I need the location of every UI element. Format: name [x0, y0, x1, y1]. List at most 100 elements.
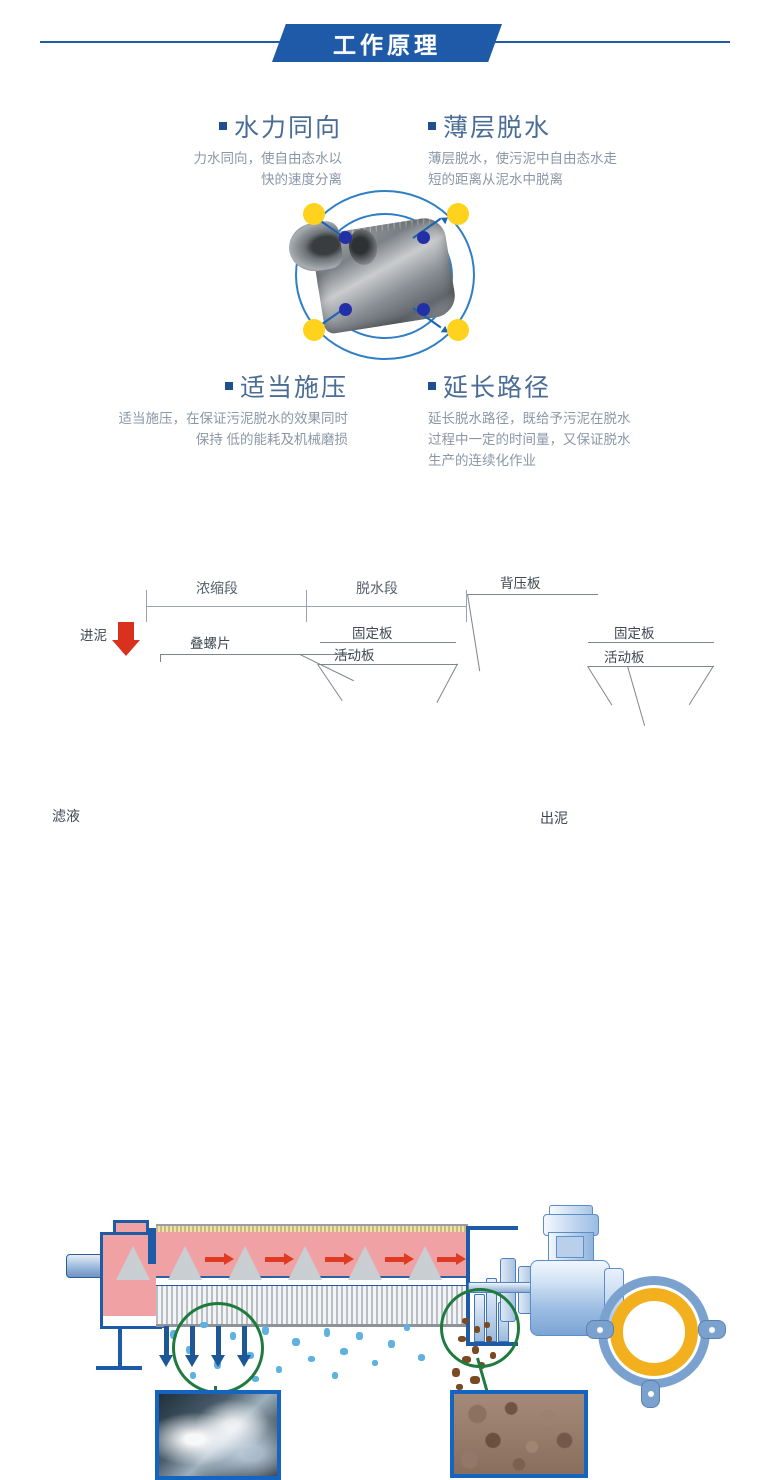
motor-nameplate	[556, 1236, 584, 1258]
feature-hydraulic-codirection: 水力同向 力水同向，使自由态水以 快的速度分离	[92, 108, 343, 191]
header-banner: 工作原理	[0, 16, 770, 68]
process-diagram: 浓缩段 脱水段 进泥 叠螺片 固定板 活动板 背压板 固定板 活动板	[0, 560, 770, 1480]
page-title: 工作原理	[333, 32, 441, 58]
inlet-base	[100, 1316, 162, 1329]
leader-movable-plate-left	[318, 664, 458, 665]
feature-title-row: 适当施压	[38, 368, 348, 404]
orbit-node-yellow-tr	[447, 203, 469, 225]
feature-title: 适当施压	[239, 374, 348, 402]
leader-fixed-plate-right	[588, 642, 714, 643]
callout-circle-filtrate	[172, 1302, 264, 1394]
flow-arrow	[265, 1253, 294, 1265]
label-movable-plate-left: 活动板	[334, 648, 375, 663]
leader-back-pressure-down	[467, 594, 481, 672]
label-screw-plates: 叠螺片	[190, 636, 231, 651]
zone-label-dewatering: 脱水段	[356, 580, 398, 596]
dimension-tick-left	[146, 590, 147, 622]
feature-title-row: 薄层脱水	[428, 108, 708, 144]
inlet-arrow-head	[112, 640, 140, 656]
feature-title: 薄层脱水	[443, 114, 552, 142]
screw-flight	[168, 1246, 202, 1280]
shaft-end-bearing	[66, 1254, 104, 1278]
page-root: 工作原理 水力同向 力水同向，使自由态水以 快的速度分离 薄层脱水 薄层脱水，使…	[0, 16, 770, 1480]
label-movable-plate-right: 活动板	[604, 650, 645, 665]
label-back-pressure-plate: 背压板	[500, 576, 541, 591]
feature-description: 适当施压，在保证污泥脱水的效果同时 保持 低的能耗及机械磨损	[118, 411, 349, 447]
filtrate-drain-outlet	[96, 1366, 142, 1370]
orbit-node-navy-tr	[417, 231, 430, 244]
filtrate-droplet	[308, 1356, 315, 1362]
orbit-node-yellow-tl	[303, 203, 325, 225]
feature-description: 薄层脱水，使污泥中自由态水走 短的距离从泥水中脱离	[428, 151, 617, 187]
filtrate-droplet	[404, 1324, 410, 1331]
feature-title-row: 水力同向	[92, 108, 342, 144]
ring-mount-tab-right	[698, 1320, 726, 1339]
ring-mount-tab-bottom	[641, 1380, 660, 1408]
dimension-tick-right	[466, 590, 467, 622]
orbit-diagram	[285, 190, 475, 360]
photo-sludge-cake	[450, 1390, 588, 1478]
leader-movable-right-angled-a	[587, 666, 613, 706]
label-fixed-plate-right: 固定板	[614, 626, 655, 641]
orbit-node-yellow-br	[447, 319, 469, 341]
inlet-arrow-shaft	[118, 622, 134, 642]
flow-arrow	[385, 1253, 414, 1265]
feature-extended-path: 延长路径 延长脱水路径，既给予污泥在脱水 过程中一定的时间量，又保证脱水 生产的…	[428, 368, 718, 472]
leader-back-pressure	[468, 594, 598, 595]
bullet-square-icon	[218, 122, 227, 130]
feature-title-row: 延长路径	[428, 368, 718, 404]
filtrate-droplet	[418, 1354, 425, 1361]
orbit-ring-outer	[295, 190, 475, 360]
screw-flight	[116, 1246, 150, 1280]
filtrate-droplet	[388, 1340, 395, 1348]
label-sludge-inlet: 进泥	[80, 628, 107, 643]
orbit-node-navy-bl	[339, 303, 352, 316]
bullet-square-icon	[428, 382, 436, 390]
filtrate-droplet	[372, 1360, 378, 1366]
filtrate-flow-arrow	[159, 1326, 173, 1367]
feature-description: 延长脱水路径，既给予污泥在脱水 过程中一定的时间量，又保证脱水 生产的连续化作业	[428, 411, 631, 468]
label-fixed-plate-left: 固定板	[352, 626, 393, 641]
feature-title: 延长路径	[443, 374, 552, 402]
back-pressure-frame-top	[466, 1226, 518, 1230]
orbit-node-navy-tl	[339, 231, 352, 244]
sludge-crumb	[470, 1376, 480, 1384]
filtrate-drain-pipe	[118, 1326, 122, 1368]
ring-mount-tab-left	[586, 1320, 614, 1339]
feature-description: 力水同向，使自由态水以 快的速度分离	[193, 151, 343, 187]
leader-movable-right-angled-b	[688, 665, 714, 706]
filtrate-droplet	[332, 1372, 338, 1379]
label-sludge-outlet: 出泥	[540, 810, 568, 826]
leader-ring-detail	[627, 666, 646, 726]
filtrate-droplet	[292, 1338, 300, 1346]
feature-title: 水力同向	[233, 114, 342, 142]
flow-arrow	[437, 1253, 466, 1265]
label-filtrate: 滤液	[52, 808, 80, 824]
callout-circle-cake	[440, 1288, 520, 1368]
leader-movable-plate-right	[588, 666, 714, 667]
flow-arrow	[325, 1253, 354, 1265]
banner-rule-right	[480, 41, 730, 43]
filtrate-droplet	[324, 1328, 330, 1337]
leader-screw-plates	[160, 654, 350, 655]
leader-movable-left-angled-b	[436, 663, 458, 703]
zone-label-thickening: 浓缩段	[196, 580, 238, 596]
bullet-square-icon	[428, 122, 436, 130]
orbit-node-navy-br	[417, 303, 430, 316]
leader-fixed-plate-left	[320, 642, 456, 643]
flow-arrow	[205, 1253, 234, 1265]
banner-shape: 工作原理	[272, 24, 502, 62]
orbit-node-yellow-bl	[303, 319, 325, 341]
filtrate-droplet	[276, 1366, 282, 1373]
feature-moderate-pressure: 适当施压 适当施压，在保证污泥脱水的效果同时 保持 低的能耗及机械磨损	[38, 368, 349, 451]
photo-filtrate	[155, 1390, 281, 1480]
dimension-tick-mid	[306, 590, 307, 622]
leader-screw-plates-tick	[160, 654, 161, 662]
filtrate-droplet	[356, 1332, 363, 1340]
banner-rule-left	[40, 41, 290, 43]
feature-thin-layer-dewatering: 薄层脱水 薄层脱水，使污泥中自由态水走 短的距离从泥水中脱离	[428, 108, 708, 191]
plate-ring-inner	[610, 1288, 698, 1376]
filtrate-droplet	[340, 1348, 348, 1355]
sludge-crumb	[452, 1368, 460, 1377]
bullet-square-icon	[224, 382, 233, 390]
